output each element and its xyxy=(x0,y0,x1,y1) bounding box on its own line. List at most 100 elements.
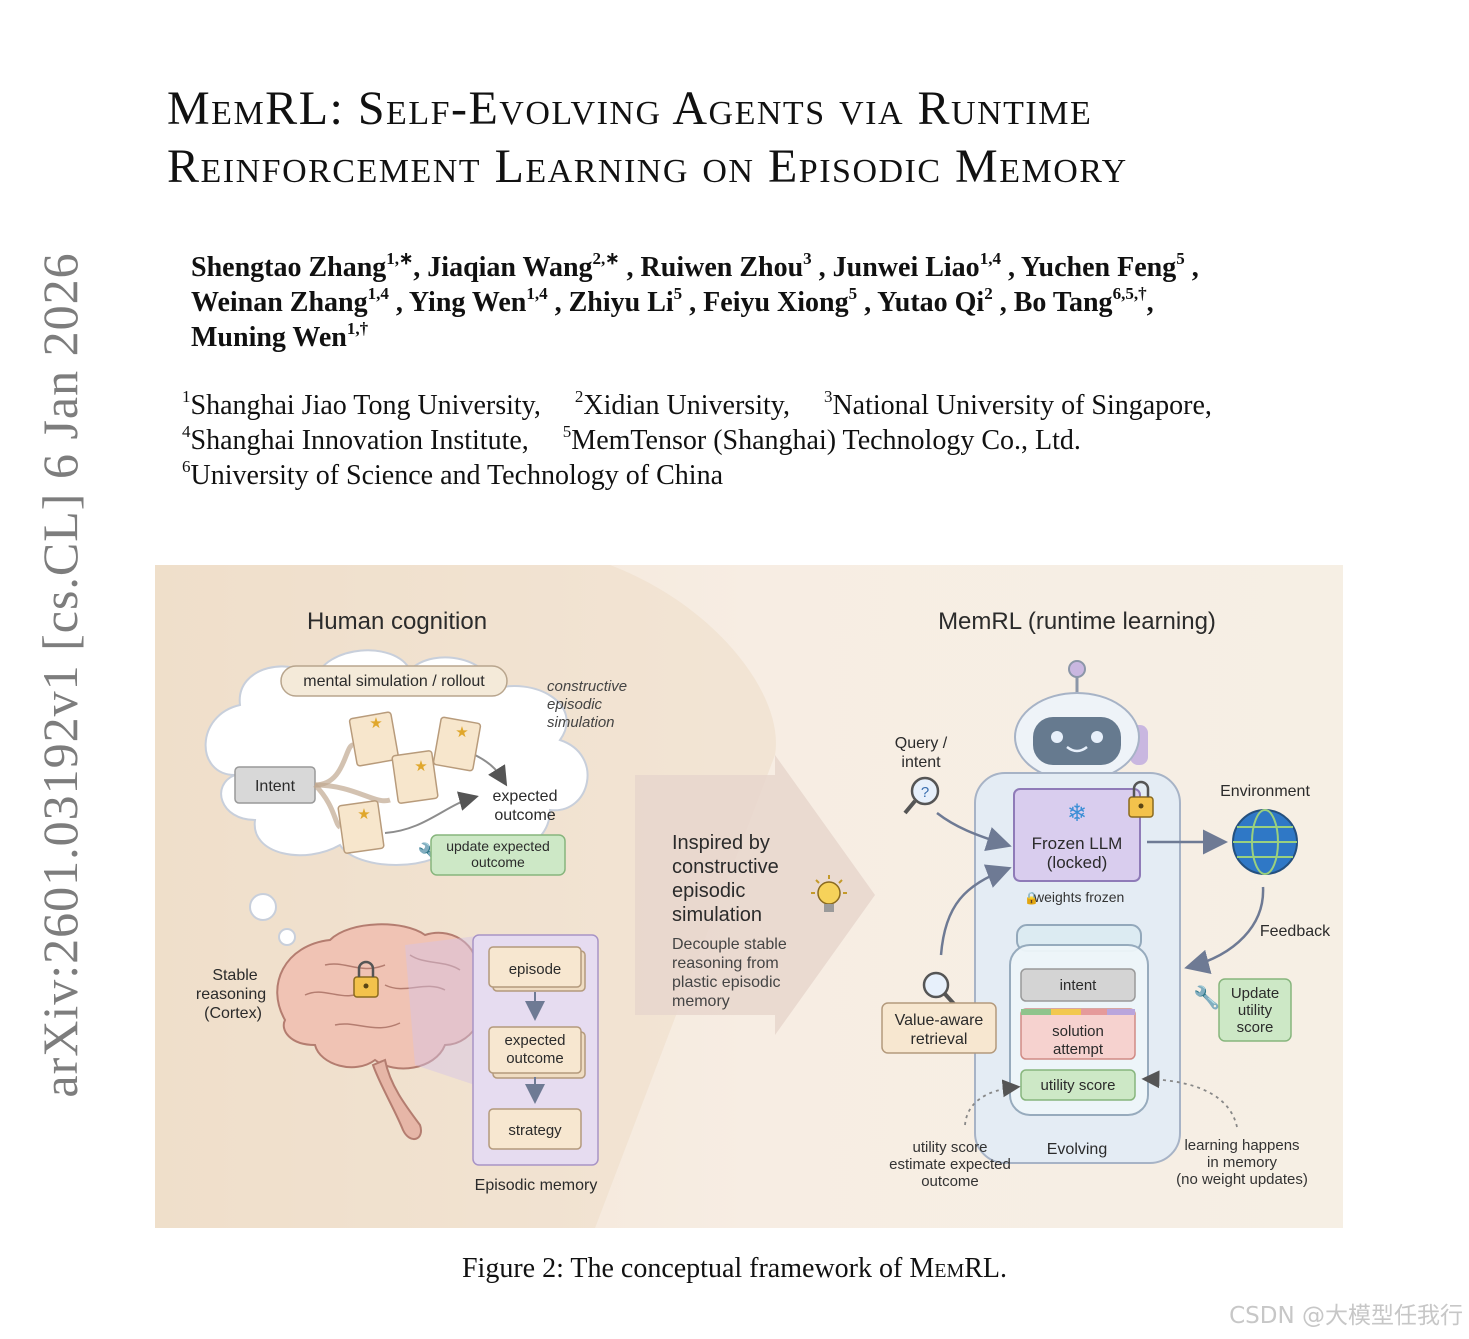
memory-intent-label: intent xyxy=(1060,977,1098,994)
author-name: Yuchen Feng xyxy=(1020,252,1177,283)
caption-suffix: . xyxy=(1000,1253,1008,1284)
figure-caption: Figure 2: The conceptual framework of Me… xyxy=(0,1253,1469,1285)
affiliation-line-1: 1Shanghai Jiao Tong University,2Xidian U… xyxy=(182,388,1382,423)
title-line-2: Reinforcement Learning on Episodic Memor… xyxy=(167,140,1128,193)
rollout-note-card: ★ xyxy=(337,800,385,854)
affiliation-marker: 2 xyxy=(574,387,584,406)
intent-label: Intent xyxy=(255,778,296,795)
caption-method-name: MemRL xyxy=(909,1253,1001,1284)
affiliation-line-2: 4Shanghai Innovation Institute, 5MemTenso… xyxy=(182,423,1382,458)
constructive-label-2: episodic xyxy=(547,696,603,713)
inspired-label-1: Inspired by xyxy=(672,832,770,854)
update-utility-label-2: utility xyxy=(1238,1002,1273,1019)
author-separator: , xyxy=(811,252,833,283)
author-affiliation-marker: 1,4 xyxy=(367,284,389,303)
author-name: Muning Wen xyxy=(191,322,347,353)
utility-score-box xyxy=(1020,1069,1136,1101)
svg-text:★: ★ xyxy=(369,715,382,732)
author-name: Zhiyu Li xyxy=(568,287,674,318)
constructive-label-3: simulation xyxy=(547,714,615,731)
expected-box-label-1: expected xyxy=(505,1032,566,1049)
svg-text:?: ? xyxy=(921,784,929,801)
affiliation-marker: 5 xyxy=(562,422,572,441)
framework-diagram: Human cognition MemRL (runtime learning)… xyxy=(155,565,1343,1228)
update-expected-label-2: outcome xyxy=(471,854,525,870)
learning-note-1: learning happens xyxy=(1184,1137,1299,1154)
stable-label-1: Stable xyxy=(212,967,257,984)
rollout-note-card: ★ xyxy=(432,716,482,772)
caption-text: Figure 2: The conceptual framework of xyxy=(461,1253,910,1284)
affiliation-name: University of Science and Technology of … xyxy=(190,460,724,491)
update-expected-box xyxy=(430,834,566,876)
episodic-memory-label: Episodic memory xyxy=(475,1177,598,1194)
small-lock-icon: 🔒 xyxy=(1024,891,1039,905)
affiliation-name: Shanghai Jiao Tong University, xyxy=(190,390,541,421)
expected-outcome-box xyxy=(488,1026,582,1074)
author-separator: , xyxy=(413,252,428,283)
update-expected-label-1: update expected xyxy=(446,838,550,854)
inspired-label-4: simulation xyxy=(672,904,762,926)
learning-note-3: (no weight updates) xyxy=(1176,1171,1308,1188)
author-affiliation-marker: 1,4 xyxy=(979,249,1001,268)
paper-title: MemRL: Self-Evolving Agents via Runtime … xyxy=(167,80,1417,196)
feedback-label: Feedback xyxy=(1260,923,1331,940)
value-aware-retrieval-box xyxy=(881,1002,997,1054)
lock-icon xyxy=(1128,780,1154,818)
title-line-1: MemRL: Self-Evolving Agents via Runtime xyxy=(167,82,1093,135)
author-name: Weinan Zhang xyxy=(191,287,368,318)
update-utility-label-1: Update xyxy=(1231,985,1279,1002)
inspired-label-3: episodic xyxy=(672,880,745,902)
query-label-2: intent xyxy=(901,754,941,771)
author-name: Shengtao Zhang xyxy=(191,252,387,283)
author-affiliation-marker: 3 xyxy=(803,249,812,268)
affiliation-marker: 4 xyxy=(182,422,191,441)
affiliation-name: MemTensor (Shanghai) Technology Co., Ltd… xyxy=(571,425,1081,456)
svg-text:★: ★ xyxy=(414,758,427,775)
author-name: Ying Wen xyxy=(408,287,527,318)
brain-illustration xyxy=(276,923,485,1140)
author-separator: , xyxy=(1184,252,1199,283)
decouple-label-2: reasoning from xyxy=(672,955,779,972)
expected-box-label-2: outcome xyxy=(506,1050,564,1067)
author-separator: , xyxy=(388,287,409,318)
affiliation-line-3: 6University of Science and Technology of… xyxy=(182,458,1382,493)
constructive-label-1: constructive xyxy=(547,678,627,695)
stable-label-2: reasoning xyxy=(196,986,266,1003)
globe-icon xyxy=(1232,809,1298,875)
utility-note-3: outcome xyxy=(921,1173,979,1190)
learning-note-2: in memory xyxy=(1207,1154,1278,1171)
affiliation-name: Shanghai Innovation Institute, xyxy=(190,425,529,456)
author-name: Ruiwen Zhou xyxy=(640,252,804,283)
expected-outcome-label-1: expected xyxy=(493,788,558,805)
weights-frozen-label: weights frozen xyxy=(1033,889,1124,905)
affiliation-marker: 3 xyxy=(823,387,833,406)
frozen-llm-label-2: (locked) xyxy=(1047,853,1107,872)
author-name: Jiaqian Wang xyxy=(427,252,593,283)
author-affiliation-marker: 1,∗ xyxy=(386,249,414,268)
affiliation-name: National University of Singapore, xyxy=(832,390,1212,421)
evolving-label: Evolving xyxy=(1047,1141,1107,1158)
rollout-note-card: ★ xyxy=(391,750,439,804)
rollout-note-card: ★ xyxy=(348,711,400,767)
update-utility-label-3: score xyxy=(1237,1019,1274,1036)
decouple-label-3: plastic episodic xyxy=(672,974,781,991)
update-utility-box xyxy=(1218,978,1292,1042)
solution-attempt-label-2: attempt xyxy=(1053,1041,1104,1058)
wrench-icon: 🔧 xyxy=(1193,984,1220,1010)
author-name: Yutao Qi xyxy=(877,287,985,318)
utility-score-label: utility score xyxy=(1040,1077,1115,1094)
csdn-watermark: CSDN @大模型任我行 xyxy=(1229,1303,1463,1329)
author-affiliation-marker: 1,4 xyxy=(526,284,548,303)
mental-simulation-pill xyxy=(280,665,508,697)
author-separator: , xyxy=(682,287,704,318)
value-aware-label-1: Value-aware xyxy=(895,1012,984,1029)
mental-simulation-label: mental simulation / rollout xyxy=(303,673,485,690)
author-separator: , xyxy=(1000,252,1021,283)
memory-intent-box xyxy=(1020,968,1136,1002)
author-affiliation-marker: 5 xyxy=(673,284,683,303)
framework-figure: Human cognition MemRL (runtime learning)… xyxy=(155,565,1343,1228)
arxiv-sidebar: arXiv:2601.03192v1 [cs.CL] 6 Jan 2026 xyxy=(0,0,110,1339)
author-list: Shengtao Zhang1,∗, Jiaqian Wang2,∗ , Rui… xyxy=(191,250,1341,355)
affiliation-marker: 6 xyxy=(182,457,191,476)
author-separator: , xyxy=(992,287,1014,318)
